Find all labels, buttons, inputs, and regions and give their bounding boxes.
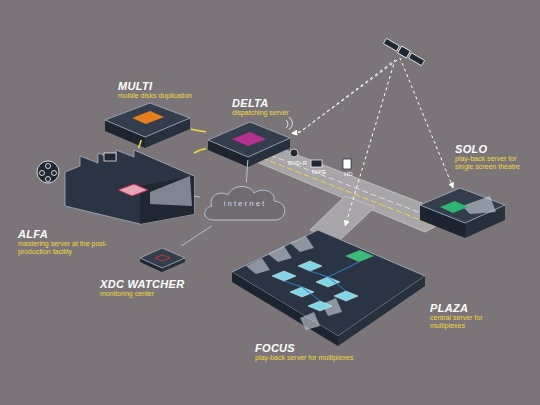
node-description: monitoring center <box>100 290 200 298</box>
projector-beam <box>150 176 192 206</box>
node-label: ALFAmastering server at the post-product… <box>18 228 110 256</box>
screens <box>246 236 342 330</box>
node-label: DELTAdispatching server <box>232 97 302 117</box>
playback-units <box>272 261 358 311</box>
connector <box>139 140 142 148</box>
server-top <box>105 103 190 137</box>
monitor-unit <box>155 255 170 261</box>
multiplex-side <box>338 276 425 346</box>
node-description: dispatching server <box>232 109 302 117</box>
node-heading: FOCUS <box>255 342 355 354</box>
server-node: DELTAdispatching server <box>206 120 292 160</box>
node-heading: XDC WATCHER <box>100 278 200 290</box>
node-label: SOLOplay-back server for single screen t… <box>455 143 533 171</box>
disc-icon <box>290 149 298 157</box>
connector <box>194 196 200 198</box>
server-node: XDC WATCHERmonitoring center <box>138 246 188 270</box>
node-description: mastering server at the post-production … <box>18 240 110 256</box>
multiplex-node: PLAZAcentral server for multiplexesFOCUS… <box>230 226 426 340</box>
media-label: HD <box>344 171 353 178</box>
server-top <box>208 122 290 157</box>
connector <box>181 226 211 246</box>
node-description: play-back server for multiplexes <box>255 354 355 362</box>
connector <box>194 149 206 153</box>
facility-node: ALFAmastering server at the post-product… <box>60 148 194 224</box>
node-label: FOCUSplay-back server for multiplexes <box>255 342 355 362</box>
drive-icon <box>343 159 351 169</box>
server-node: MULTImobile disks duplication <box>103 102 191 140</box>
disk-unit <box>132 111 164 124</box>
factory-front <box>140 176 194 224</box>
node-heading: MULTI <box>118 80 198 92</box>
node-heading: SOLO <box>455 143 533 155</box>
theatre-top <box>420 188 505 223</box>
satellite <box>383 38 425 67</box>
factory <box>65 150 194 224</box>
connector <box>191 129 206 132</box>
media-label: DVD-R <box>288 160 307 167</box>
node-label: PLAZAcentral server for multiplexes <box>430 302 510 330</box>
node-label: MULTImobile disks duplication <box>118 80 198 100</box>
connector <box>246 160 247 182</box>
node-description: mobile disks duplication <box>118 92 198 100</box>
server-node: SOLOplay-back server for single screen t… <box>418 188 508 236</box>
road-line <box>270 155 444 222</box>
projector-beam <box>462 196 496 214</box>
server-unit <box>440 201 468 213</box>
node-heading: ALFA <box>18 228 110 240</box>
road-line <box>262 158 436 226</box>
film-reel <box>37 161 59 183</box>
node-description: play-back server for single screen theat… <box>455 155 533 171</box>
server-node: FOCUSplay-back server for multiplexes <box>268 258 368 310</box>
multiplex <box>232 230 425 336</box>
network-grid <box>284 262 359 301</box>
node-description: central server for multiplexes <box>430 314 510 330</box>
node-heading: PLAZA <box>430 302 510 314</box>
server-unit <box>345 250 374 262</box>
server-unit <box>232 132 266 146</box>
tape-icon <box>104 153 116 161</box>
node-heading: DELTA <box>232 97 302 109</box>
cloud-text: internet <box>200 199 290 209</box>
connector <box>292 60 395 226</box>
media-label: TAPE <box>311 169 326 176</box>
cloud-node: internet <box>200 182 290 226</box>
server-unit <box>118 184 148 196</box>
node-label: XDC WATCHERmonitoring center <box>100 278 200 298</box>
antenna <box>286 117 293 130</box>
server-top <box>140 248 185 268</box>
tape-icon <box>311 160 322 167</box>
